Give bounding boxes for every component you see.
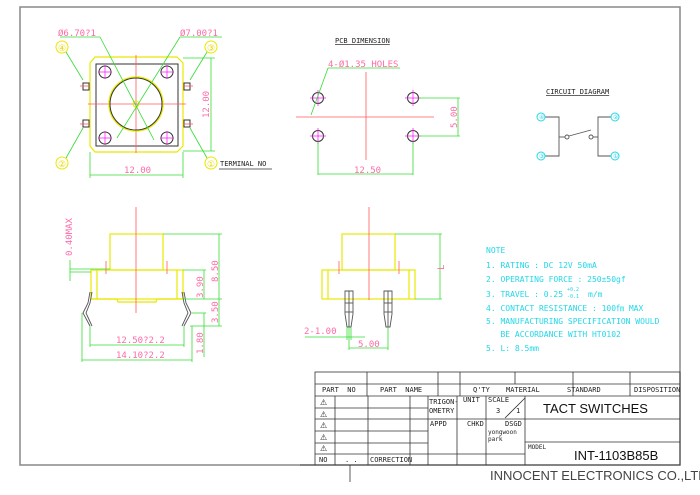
top-view: Ø6.70?1 Ø7.00?1 12.00 12.00 ① ② ③ ④ TERM… xyxy=(55,28,272,178)
dim-pcb-vertical: 5.00 xyxy=(450,106,460,128)
model-number: INT-1103B85B xyxy=(574,448,658,463)
dim-top-height: 12.00 xyxy=(202,91,212,118)
revision-mark: ⚠ xyxy=(320,444,327,453)
correction-label: CORRECTION xyxy=(370,456,412,464)
scale-numerator: 3 xyxy=(496,407,500,415)
scale-denominator: 1 xyxy=(516,407,520,415)
node-2: ② xyxy=(613,114,619,121)
designer-name: yongwoon xyxy=(488,429,517,436)
dim-pcb-horizontal: 12.50 xyxy=(354,166,381,176)
dim-top-width: 12.00 xyxy=(124,166,151,176)
revision-mark: ⚠ xyxy=(320,421,327,430)
dim-holes: 4-Ø1.35 HOLES xyxy=(328,59,398,70)
dim-pin-pitch: 5.00 xyxy=(358,340,380,350)
revision-mark: ⚠ xyxy=(320,410,327,419)
date-value: . . xyxy=(345,456,358,464)
dim-lead-height: 3.50 xyxy=(211,301,221,323)
side-view: 0.40MAX 8.50 3.90 3.50 1.80 12.50?2.2 14… xyxy=(65,207,222,362)
node-4: ④ xyxy=(539,114,544,121)
dim-total-height: 8.50 xyxy=(211,260,221,282)
scale-label: SCALE xyxy=(488,396,509,404)
appd-label: APPD xyxy=(430,420,447,428)
note-line: 2. OPERATING FORCE : 250±50gf xyxy=(486,275,626,284)
title-block-text: PART NO PART NAME Q'TY MATERIAL STANDARD… xyxy=(319,386,700,483)
note-line: 3. TRAVEL : 0.25 xyxy=(486,290,563,299)
header-part-name: PART NAME xyxy=(380,386,422,394)
terminal-2: ② xyxy=(58,160,66,170)
note-line: 5. L: 8.5mm xyxy=(486,344,539,353)
terminal-3: ③ xyxy=(207,44,215,54)
revision-mark: ⚠ xyxy=(320,398,327,407)
company-name: INNOCENT ELECTRONICS CO.,LTD xyxy=(490,468,700,483)
dim-inner-width: 12.50?2.2 xyxy=(116,336,165,346)
travel-unit: m/m xyxy=(588,290,603,299)
circuit-title: CIRCUIT DIAGRAM xyxy=(546,88,609,96)
product-name: TACT SWITCHES xyxy=(543,401,648,416)
header-qty: Q'TY xyxy=(473,386,491,394)
dim-body-circle-diameter: Ø7.00?1 xyxy=(180,28,218,39)
circuit-diagram: CIRCUIT DIAGRAM ④ ③ ② ① xyxy=(536,88,620,161)
travel-tolerance-minus: -0.1 xyxy=(567,294,579,300)
pcb-title: PCB DIMENSION xyxy=(335,37,390,45)
dsgd-label: DSGD xyxy=(505,420,522,428)
notes-title: NOTE xyxy=(486,246,505,255)
header-material: MATERIAL xyxy=(506,386,540,394)
note-line: BE ACCORDANCE WITH HT0102 xyxy=(486,330,621,339)
dim-pin-width: 2-1.00 xyxy=(304,327,337,337)
chkd-label: CHKD xyxy=(467,420,484,428)
terminal-1: ① xyxy=(207,160,215,170)
node-3: ③ xyxy=(539,153,544,160)
corner-holes xyxy=(98,65,174,145)
note-line: 5. MANUFACTURING SPECIFICATION WOULD xyxy=(486,317,660,326)
dim-foot-height: 1.80 xyxy=(196,332,206,354)
header-standard: STANDARD xyxy=(567,386,601,394)
terminal-no-label: TERMINAL NO xyxy=(220,160,266,168)
node-1: ① xyxy=(613,153,618,160)
header-disposition: DISPOSITION xyxy=(634,386,680,394)
title-block xyxy=(300,371,681,482)
note-line: 1. RATING : DC 12V 50mA xyxy=(486,261,597,270)
model-label: MODEL xyxy=(528,444,546,451)
dim-l: L xyxy=(437,265,447,270)
designer-name-2: park xyxy=(488,436,503,443)
unit-label: UNIT xyxy=(463,396,481,404)
trigonometry-label: TRIGON- xyxy=(429,398,459,406)
travel-tolerance-plus: +0.2 xyxy=(567,287,579,293)
terminal-4: ④ xyxy=(58,44,66,54)
front-view: L 2-1.00 5.00 xyxy=(304,207,447,350)
note-line: 4. CONTACT RESISTANCE : 100㎙ MAX xyxy=(486,304,643,313)
header-part-no: PART NO xyxy=(322,386,356,394)
dim-cap-diameter: Ø6.70?1 xyxy=(58,28,96,39)
dim-body-height: 3.90 xyxy=(196,276,206,298)
trigonometry-label-2: OMETRY xyxy=(429,407,455,415)
dim-outer-width: 14.10?2.2 xyxy=(116,351,165,361)
revision-mark: ⚠ xyxy=(320,433,327,442)
no-label: NO xyxy=(319,456,327,464)
notes: NOTE 1. RATING : DC 12V 50mA 2. OPERATIN… xyxy=(486,246,660,353)
dim-max: 0.40MAX xyxy=(65,217,75,256)
pcb-dimension: PCB DIMENSION 4-Ø1.35 HOLES 5.00 12.50 xyxy=(296,37,460,176)
